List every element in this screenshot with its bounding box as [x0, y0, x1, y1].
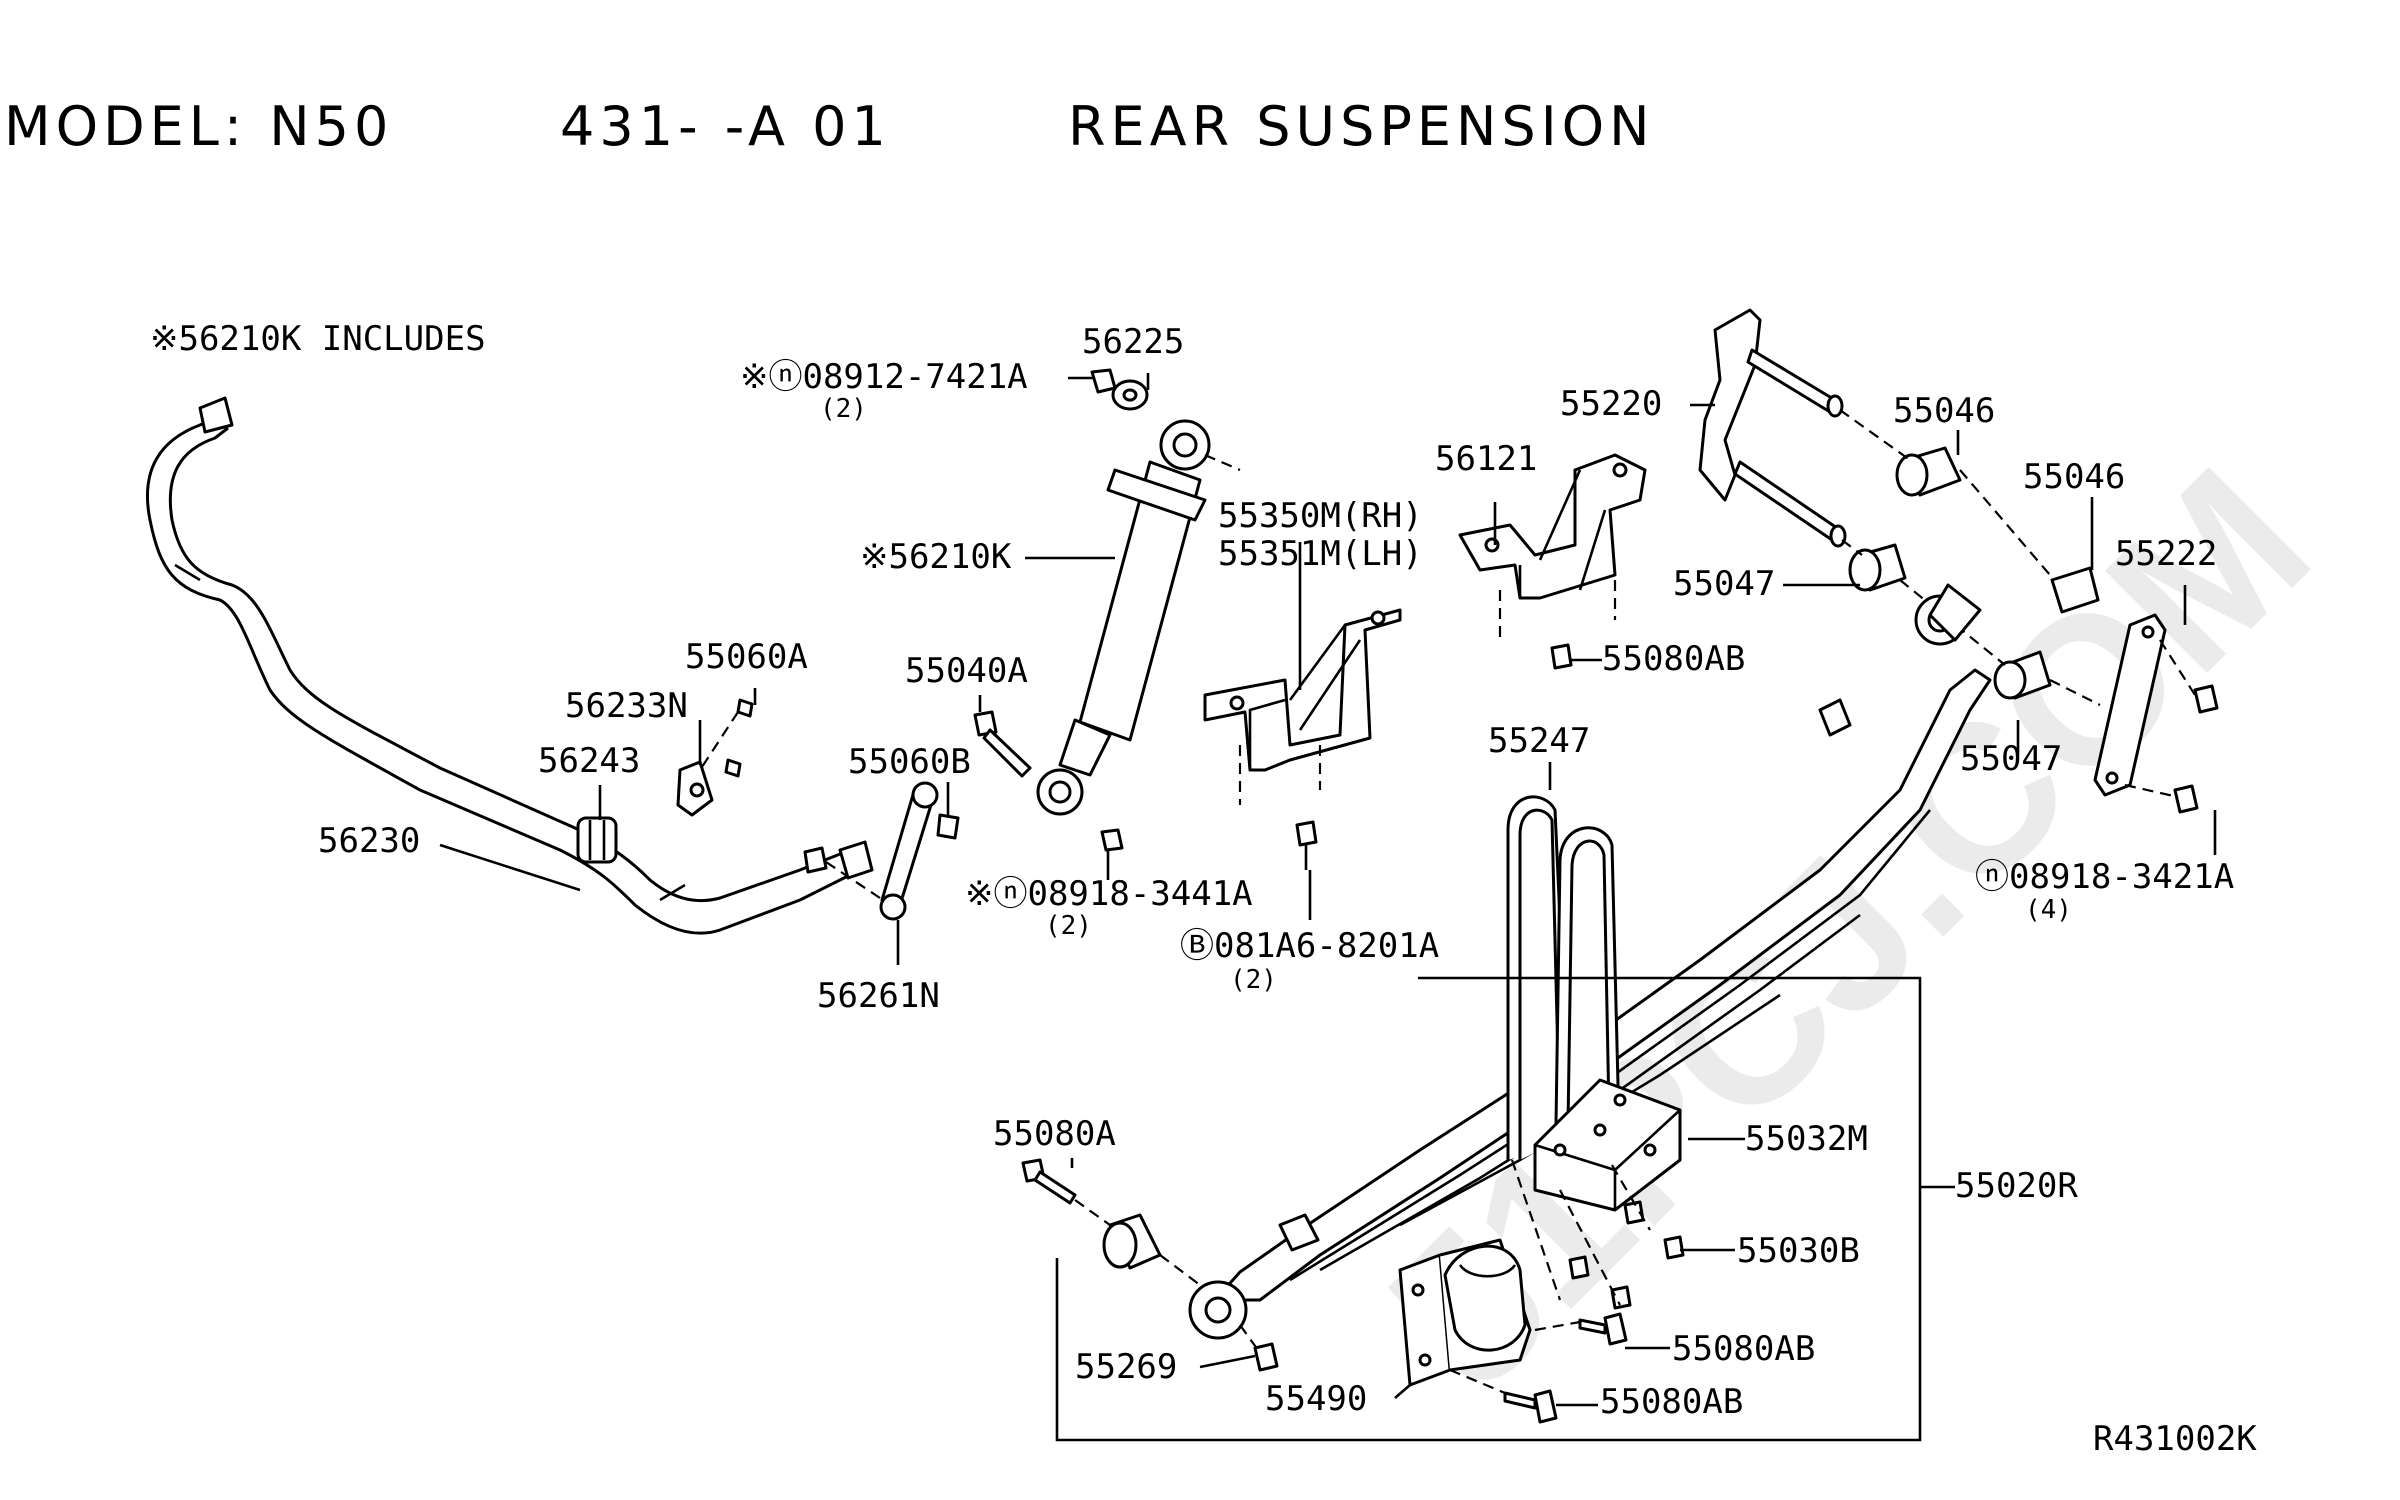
spring-seat[interactable] [1533, 1078, 1682, 1212]
shackle-nut-upper[interactable] [2193, 684, 2219, 714]
shock-lower-bolt[interactable] [973, 710, 1032, 778]
upper-bracket-bolt[interactable] [1550, 643, 1573, 670]
spring-hanger[interactable] [1698, 308, 1847, 548]
callout-08918-3441A-qty: (2) [1045, 911, 1092, 941]
stabilizer-bushing[interactable] [576, 816, 618, 864]
bump-stopper-bolt-lower[interactable] [1503, 1389, 1558, 1424]
callout-081A6-8201A: Ⓑ081A6-8201A [1180, 926, 1439, 966]
front-eye-nut[interactable] [1253, 1342, 1279, 1372]
callout-55040A: 55040A [905, 651, 1028, 691]
callout-56225: 56225 [1082, 322, 1184, 362]
callout-08918-3421A: ⓝ08918-3421A [1975, 857, 2234, 897]
callout-55030B: 55030B [1737, 1231, 1860, 1271]
callout-08912-qty: (2) [820, 394, 867, 424]
callout-08918-3441A: ※ⓝ08918-3441A [965, 874, 1253, 914]
callout-55220: 55220 [1560, 384, 1662, 424]
shock-absorber[interactable] [1036, 419, 1241, 816]
callout-55046-lower: 55046 [2023, 457, 2125, 497]
footer-code: R431002K [2093, 1419, 2257, 1459]
callout-55020R: 55020R [1955, 1166, 2078, 1206]
callout-56210K: ※56210K [860, 537, 1012, 577]
callout-55222: 55222 [2115, 534, 2217, 574]
shock-lower-nut[interactable] [1100, 828, 1124, 852]
callout-55080A: 55080A [993, 1114, 1116, 1154]
bumper-bracket[interactable] [1203, 608, 1402, 805]
callout-56261N: 56261N [817, 976, 940, 1016]
stabilizer-link[interactable] [803, 781, 960, 921]
front-eye-bolt[interactable] [1021, 1158, 1077, 1205]
lower-bushing-55046[interactable] [2050, 566, 2100, 614]
leader-lines [439, 373, 2217, 1407]
callout-55060B: 55060B [848, 742, 971, 782]
stabilizer-clamp[interactable] [676, 760, 714, 817]
shock-upper-nut[interactable] [1090, 368, 1117, 394]
includes-note: ※56210K INCLUDES [150, 319, 486, 359]
callout-56230: 56230 [318, 821, 420, 861]
callout-081A6-qty: (2) [1230, 965, 1277, 995]
section-code: 431- -A 01 [560, 95, 891, 158]
model-label: MODEL: N50 [4, 95, 394, 158]
callout-55080AB-top: 55080AB [1602, 639, 1745, 679]
u-bolt-nuts[interactable] [1568, 1200, 1685, 1310]
leaf-spring[interactable] [1188, 583, 1992, 1340]
bump-stopper-bolt-upper[interactable] [1578, 1312, 1628, 1346]
diagram-header: MODEL: N50 431- -A 01 REAR SUSPENSION [0, 95, 2400, 175]
callout-55060A: 55060A [685, 637, 808, 677]
spring-shackle[interactable] [2093, 613, 2167, 797]
leaf-spring-assembly-box [1055, 976, 1922, 1442]
callout-labels: ※56210K INCLUDES 56225 ※ⓝ08912-7421A (2)… [150, 319, 2257, 1459]
shock-upper-washer[interactable] [1111, 379, 1149, 411]
front-eye-bushing[interactable] [1102, 1213, 1162, 1270]
callout-08912-7421A: ※ⓝ08912-7421A [740, 357, 1028, 397]
callout-55046-upper: 55046 [1893, 391, 1995, 431]
shackle-nut-lower[interactable] [2173, 784, 2199, 814]
callout-55351M: 55351M(LH) [1218, 534, 1423, 574]
callout-56121: 56121 [1435, 439, 1537, 479]
callout-55269: 55269 [1075, 1347, 1177, 1387]
callout-55350M: 55350M(RH) [1218, 496, 1423, 536]
bump-stopper-bracket[interactable] [1398, 1238, 1532, 1387]
callout-55047-upper: 55047 [1673, 564, 1775, 604]
callout-55032M: 55032M [1745, 1119, 1868, 1159]
callout-55490: 55490 [1265, 1379, 1367, 1419]
upper-bracket[interactable] [1458, 453, 1647, 640]
callout-55247: 55247 [1488, 721, 1590, 761]
upper-bushing-55046[interactable] [1895, 446, 1962, 497]
lower-bushing-55047[interactable] [1993, 650, 2052, 700]
clamp-bolts[interactable] [699, 698, 754, 778]
callout-08918-3421A-qty: (4) [2025, 895, 2072, 925]
callout-55047-lower: 55047 [1960, 739, 2062, 779]
callout-55080AB-mid: 55080AB [1672, 1329, 1815, 1369]
callout-56243: 56243 [538, 741, 640, 781]
callout-56233N: 56233N [565, 686, 688, 726]
callout-55080AB-bot: 55080AB [1600, 1382, 1743, 1422]
bracket-bolt[interactable] [1295, 820, 1318, 870]
upper-bushing-55047[interactable] [1848, 543, 1907, 592]
diagram-title: REAR SUSPENSION [1068, 95, 1655, 158]
